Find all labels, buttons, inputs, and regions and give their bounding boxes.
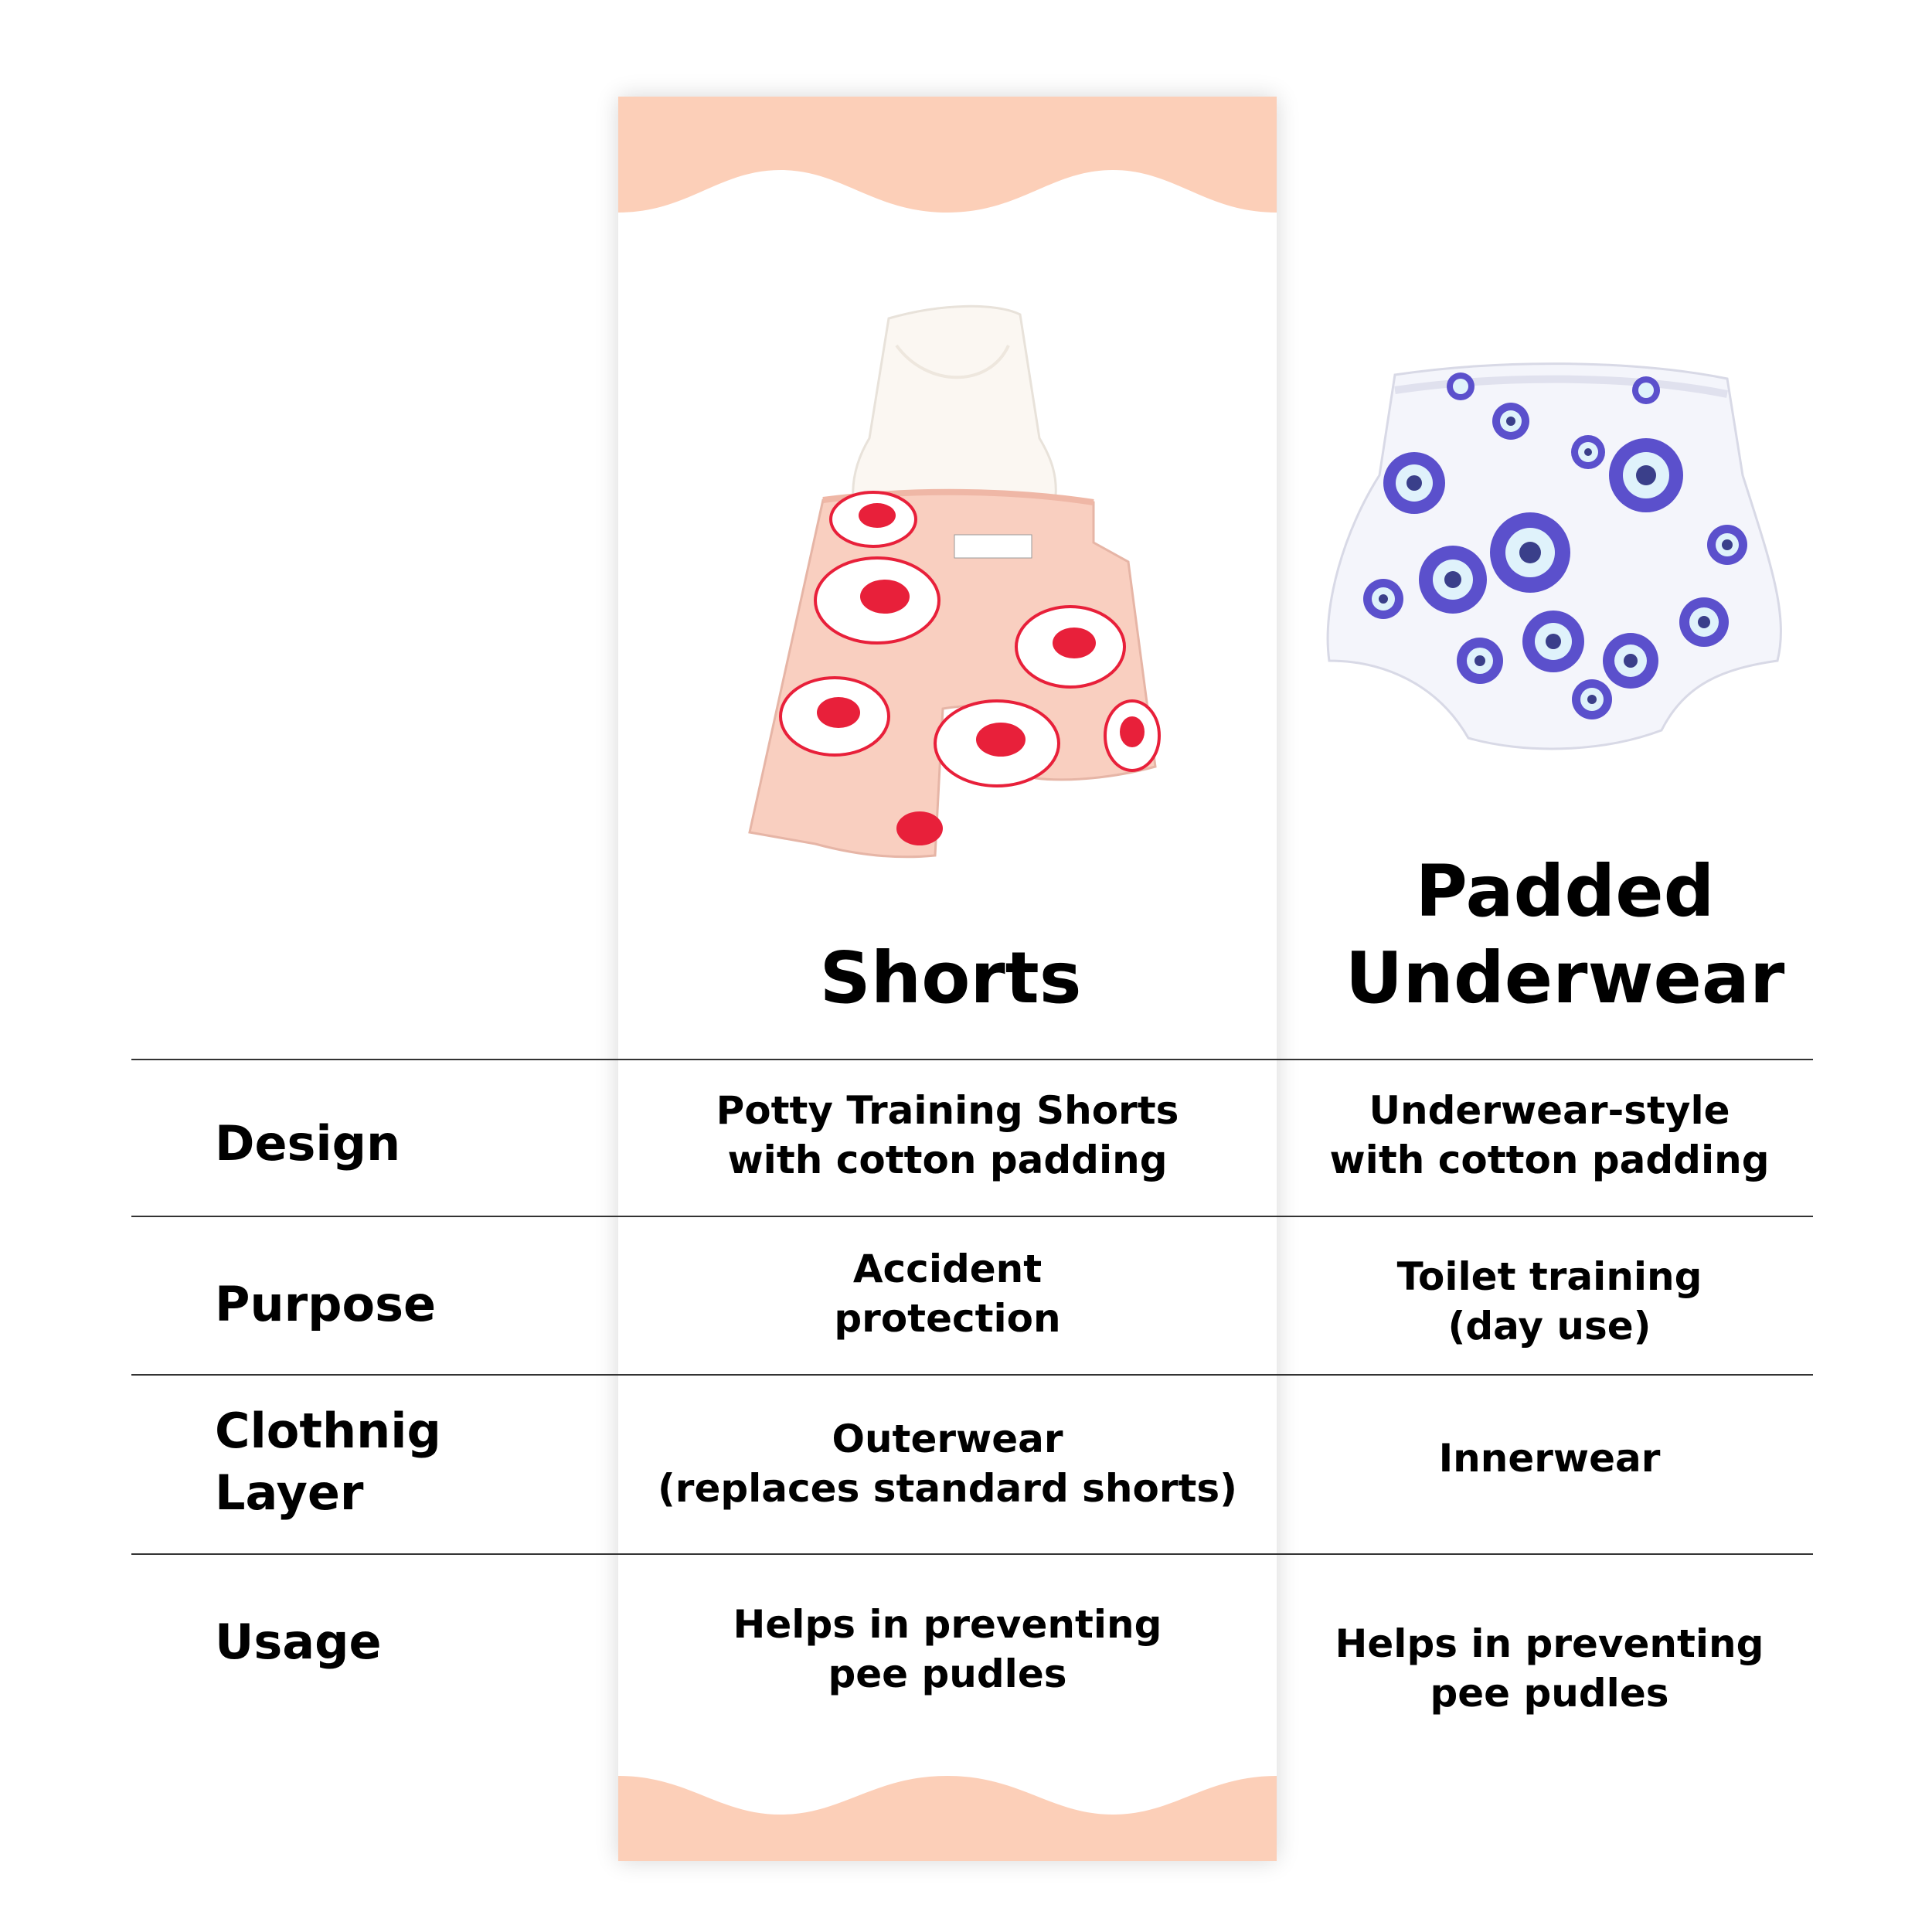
row-label-purpose: Purpose — [215, 1276, 437, 1332]
cell-usage-underwear: Helps in preventing pee pudles — [1335, 1621, 1764, 1716]
table-divider — [131, 1374, 1813, 1376]
bottom-wave-decoration — [618, 1776, 1277, 1861]
column-title-padded-underwear: Padded Underwear — [1345, 850, 1785, 1019]
cell-design-underwear: Underwear-style with cotton padding — [1329, 1088, 1770, 1182]
row-label-clothing-layer: Clothnig Layer — [215, 1403, 441, 1521]
potty-shorts-image — [748, 304, 1161, 859]
cell-purpose-underwear: Toilet training (day use) — [1396, 1254, 1702, 1349]
cell-usage-shorts: Helps in preventing pee pudles — [733, 1602, 1162, 1696]
row-label-usage: Usage — [215, 1614, 382, 1670]
cell-layer-shorts: Outerwear (replaces standard shorts) — [657, 1417, 1238, 1511]
cell-layer-underwear: Innerwear — [1438, 1436, 1661, 1481]
cell-purpose-shorts: Accident protection — [834, 1247, 1061, 1341]
column-title-shorts: Shorts — [819, 937, 1082, 1019]
padded-underwear-image — [1326, 362, 1782, 750]
table-divider — [131, 1059, 1813, 1060]
row-label-design: Design — [215, 1115, 401, 1172]
top-wave-decoration — [618, 97, 1277, 213]
cell-design-shorts: Potty Training Shorts with cotton paddin… — [716, 1088, 1179, 1182]
table-divider — [131, 1216, 1813, 1217]
table-divider — [131, 1553, 1813, 1555]
